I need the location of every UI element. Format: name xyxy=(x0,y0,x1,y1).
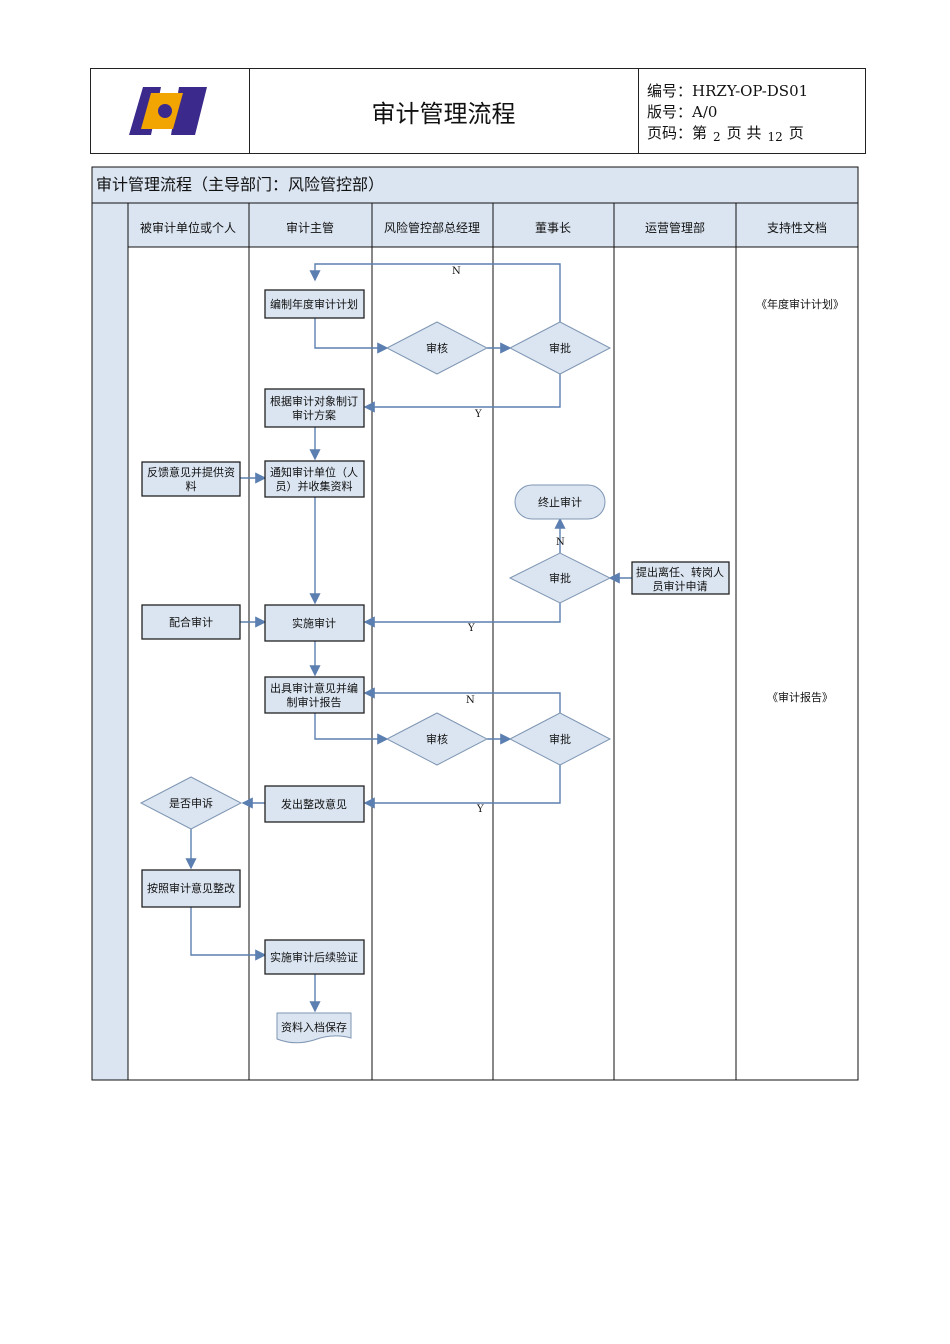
svg-text:审批: 审批 xyxy=(549,571,571,585)
code-value: HRZY-OP-DS01 xyxy=(692,82,809,100)
label-y2: Y xyxy=(467,623,475,634)
edge-approve3-no xyxy=(363,687,561,713)
page-prefix: 页码：第 xyxy=(647,124,708,142)
svg-text:审计方案: 审计方案 xyxy=(292,408,336,422)
company-logo-icon xyxy=(129,87,207,135)
lane-header-audit-supervisor: 审计主管 xyxy=(286,220,334,235)
svg-text:反馈意见并提供资: 反馈意见并提供资 xyxy=(147,465,235,479)
edge-rectify-verify xyxy=(190,907,267,961)
label-n1: N xyxy=(452,266,461,277)
label-n2: N xyxy=(556,537,565,548)
node-annual-plan: 编制年度审计计划 xyxy=(264,289,365,319)
svg-text:编制年度审计计划: 编制年度审计计划 xyxy=(270,297,358,311)
node-archive: 资料入档保存 xyxy=(276,1012,352,1044)
doc-annual-plan: 《年度审计计划》 xyxy=(756,297,844,311)
svg-text:实施审计后续验证: 实施审计后续验证 xyxy=(270,950,358,964)
page-mid: 页 共 xyxy=(726,124,762,142)
lane-header-audited: 被审计单位或个人 xyxy=(140,220,236,235)
node-approve3: 审批 xyxy=(508,712,612,766)
svg-text:审核: 审核 xyxy=(426,341,448,355)
svg-text:出具审计意见并编: 出具审计意见并编 xyxy=(270,681,358,695)
svg-text:提出离任、转岗人: 提出离任、转岗人 xyxy=(636,565,724,579)
version-label: 版号： xyxy=(647,103,693,121)
header-table: 审计管理流程 编号：HRZY-OP-DS01 版号：A/0 页码：第 2 页 共 12… xyxy=(90,68,866,154)
svg-text:是否申诉: 是否申诉 xyxy=(169,797,213,810)
label-y1: Y xyxy=(474,409,482,420)
svg-text:员审计申请: 员审计申请 xyxy=(653,579,708,593)
svg-text:发出整改意见: 发出整改意见 xyxy=(281,797,347,811)
doc-title: 审计管理流程 xyxy=(249,69,639,153)
lane-header-operations: 运营管理部 xyxy=(645,220,705,235)
edge-plan-review1 xyxy=(314,318,389,354)
node-review2: 审核 xyxy=(385,712,489,766)
doc-audit-report: 《审计报告》 xyxy=(767,690,833,704)
title-band xyxy=(92,167,858,203)
node-terminate: 终止审计 xyxy=(514,484,606,520)
svg-text:配合审计: 配合审计 xyxy=(169,615,213,629)
lane-header-chairman: 董事长 xyxy=(535,221,571,235)
edge-approve1-no xyxy=(309,263,561,322)
page-current: 2 xyxy=(713,130,721,144)
node-make-plan: 根据审计对象制订 审计方案 xyxy=(264,388,365,428)
node-approve2: 审批 xyxy=(508,552,612,604)
diagram-title: 审计管理流程（主导部门：风险管控部） xyxy=(96,175,384,194)
page-suffix: 页 xyxy=(788,124,804,142)
edge-approve3-yes xyxy=(363,765,561,809)
version-value: A/0 xyxy=(692,103,718,121)
node-rectify: 按照审计意见整改 xyxy=(141,869,241,908)
svg-text:审核: 审核 xyxy=(426,732,448,746)
node-approve1: 审批 xyxy=(508,321,612,375)
svg-text:通知审计单位（人: 通知审计单位（人 xyxy=(270,465,358,479)
node-verify: 实施审计后续验证 xyxy=(264,939,365,975)
doc-meta: 编号：HRZY-OP-DS01 版号：A/0 页码：第 2 页 共 12 页 xyxy=(647,81,808,145)
logo-cell xyxy=(91,69,250,153)
edge-report-review2 xyxy=(314,713,389,745)
node-rectify-notice: 发出整改意见 xyxy=(264,785,365,823)
svg-text:实施审计: 实施审计 xyxy=(292,616,336,630)
node-feedback: 反馈意见并提供资 料 xyxy=(141,461,241,497)
diagram-frame xyxy=(91,166,859,1081)
code-label: 编号： xyxy=(647,82,693,100)
lane-header-risk-gm: 风险管控部总经理 xyxy=(384,220,480,235)
svg-text:按照审计意见整改: 按照审计意见整改 xyxy=(147,881,235,895)
node-implement: 实施审计 xyxy=(264,604,365,642)
node-cooperate: 配合审计 xyxy=(141,604,241,640)
node-notify: 通知审计单位（人 员）并收集资料 xyxy=(264,460,365,498)
svg-text:审批: 审批 xyxy=(549,732,571,746)
svg-text:员）并收集资料: 员）并收集资料 xyxy=(276,479,353,493)
node-review1: 审核 xyxy=(385,321,489,375)
node-transfer-request: 提出离任、转岗人 员审计申请 xyxy=(631,561,730,595)
svg-text:制审计报告: 制审计报告 xyxy=(287,695,342,709)
edge-approve1-yes xyxy=(363,374,561,413)
label-n3: N xyxy=(466,695,475,706)
page-total: 12 xyxy=(767,130,783,144)
svg-text:资料入档保存: 资料入档保存 xyxy=(281,1020,347,1034)
node-report: 出具审计意见并编 制审计报告 xyxy=(264,676,365,714)
lane-header-docs: 支持性文档 xyxy=(767,220,827,235)
svg-text:审批: 审批 xyxy=(549,341,571,355)
svg-text:终止审计: 终止审计 xyxy=(538,495,582,509)
svg-text:料: 料 xyxy=(186,479,197,493)
svg-text:根据审计对象制订: 根据审计对象制订 xyxy=(270,394,358,408)
side-band xyxy=(92,203,128,1080)
label-y3: Y xyxy=(476,804,484,815)
node-appeal: 是否申诉 xyxy=(139,776,243,830)
edge-approve2-yes xyxy=(363,603,561,628)
